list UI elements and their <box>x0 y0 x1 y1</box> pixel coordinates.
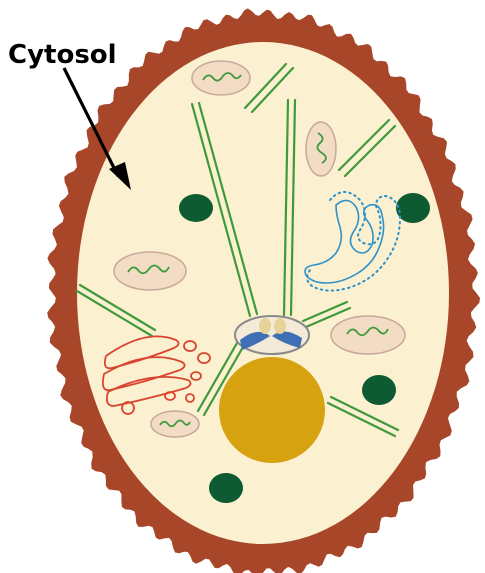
microtubule <box>301 300 352 329</box>
mitochondrion <box>191 60 251 96</box>
microtubule <box>326 395 400 438</box>
microtubules <box>75 62 400 438</box>
microtubule <box>190 101 259 318</box>
golgi-apparatus <box>101 335 211 415</box>
centrosome <box>234 315 310 355</box>
microtubule <box>337 118 397 178</box>
granules <box>179 193 430 503</box>
granule <box>179 194 213 222</box>
endoplasmic-reticulum <box>304 191 402 292</box>
microtubule <box>75 283 157 338</box>
mitochondrion <box>150 410 200 438</box>
microtubule <box>282 98 297 317</box>
mitochondrion <box>305 121 337 177</box>
arrow-down-right-icon <box>62 67 131 190</box>
granule <box>209 473 243 503</box>
granule <box>362 375 396 405</box>
mitochondrion <box>330 315 406 355</box>
cytosol-label: Cytosol <box>8 40 117 70</box>
microtubule <box>196 341 245 417</box>
cytosol-region <box>77 42 449 544</box>
nucleus <box>219 357 325 463</box>
microtubule <box>243 62 295 114</box>
mitochondrion <box>113 251 187 291</box>
granule <box>396 193 430 223</box>
